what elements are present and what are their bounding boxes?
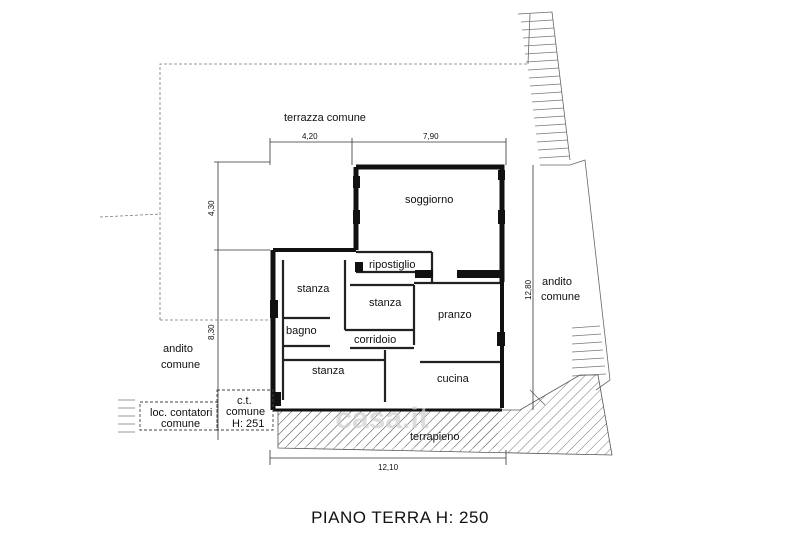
dim-top-right: 7,90 (423, 132, 439, 141)
dimension-lines (214, 138, 534, 465)
terrace-outline (99, 63, 528, 321)
label-corridor: corridoio (354, 334, 396, 346)
label-ct-height: H: 251 (232, 418, 264, 430)
label-passage-left-line1: andito (163, 343, 193, 355)
label-ct-line2: comune (226, 406, 265, 418)
dim-left-upper: 4,30 (207, 200, 216, 216)
label-passage-right-line1: andito (542, 276, 572, 288)
dim-left-lower: 8,30 (207, 324, 216, 340)
wall-columns (270, 170, 505, 406)
label-room-3: stanza (312, 365, 345, 377)
label-room-2: stanza (369, 297, 402, 309)
stair-boundary (517, 11, 611, 406)
dim-top-left: 4,20 (302, 132, 318, 141)
label-ct-line1: c.t. (237, 395, 252, 407)
label-terrace: terrazza comune (284, 112, 366, 124)
embankment-hatch-lower (278, 410, 498, 448)
label-kitchen: cucina (437, 373, 470, 385)
label-storage: ripostiglio (369, 259, 415, 271)
stair-steps (118, 19, 607, 433)
label-living: soggiorno (405, 194, 453, 206)
label-passage-right-line2: comune (541, 291, 580, 303)
label-embankment: terrapieno (410, 431, 460, 443)
dim-right: 12,80 (524, 279, 533, 300)
label-bath: bagno (286, 325, 317, 337)
plan-title: PIANO TERRA H: 250 (311, 508, 489, 527)
label-room-1: stanza (297, 283, 330, 295)
label-dining: pranzo (438, 309, 472, 321)
dim-bottom: 12,10 (378, 463, 399, 472)
label-passage-left-line2: comune (161, 359, 200, 371)
interior-walls (281, 250, 502, 402)
service-boxes (139, 389, 274, 431)
label-meter-room-line1: loc. contatori (150, 407, 212, 419)
watermark: casa.it (335, 402, 428, 435)
label-meter-room-line2: comune (161, 418, 200, 430)
